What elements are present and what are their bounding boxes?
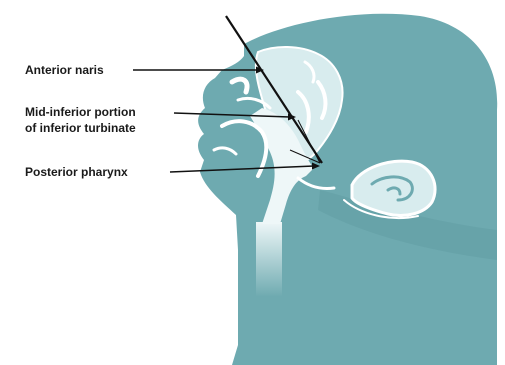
label-mid-inferior-line1: Mid-inferior portion (25, 104, 136, 120)
label-anterior-naris: Anterior naris (25, 62, 104, 78)
head-silhouette (198, 14, 497, 365)
label-posterior-pharynx: Posterior pharynx (25, 164, 128, 180)
label-mid-inferior-line2: of inferior turbinate (25, 120, 136, 136)
label-mid-inferior-turbinate: Mid-inferior portion of inferior turbina… (25, 104, 136, 136)
trachea (256, 222, 282, 297)
